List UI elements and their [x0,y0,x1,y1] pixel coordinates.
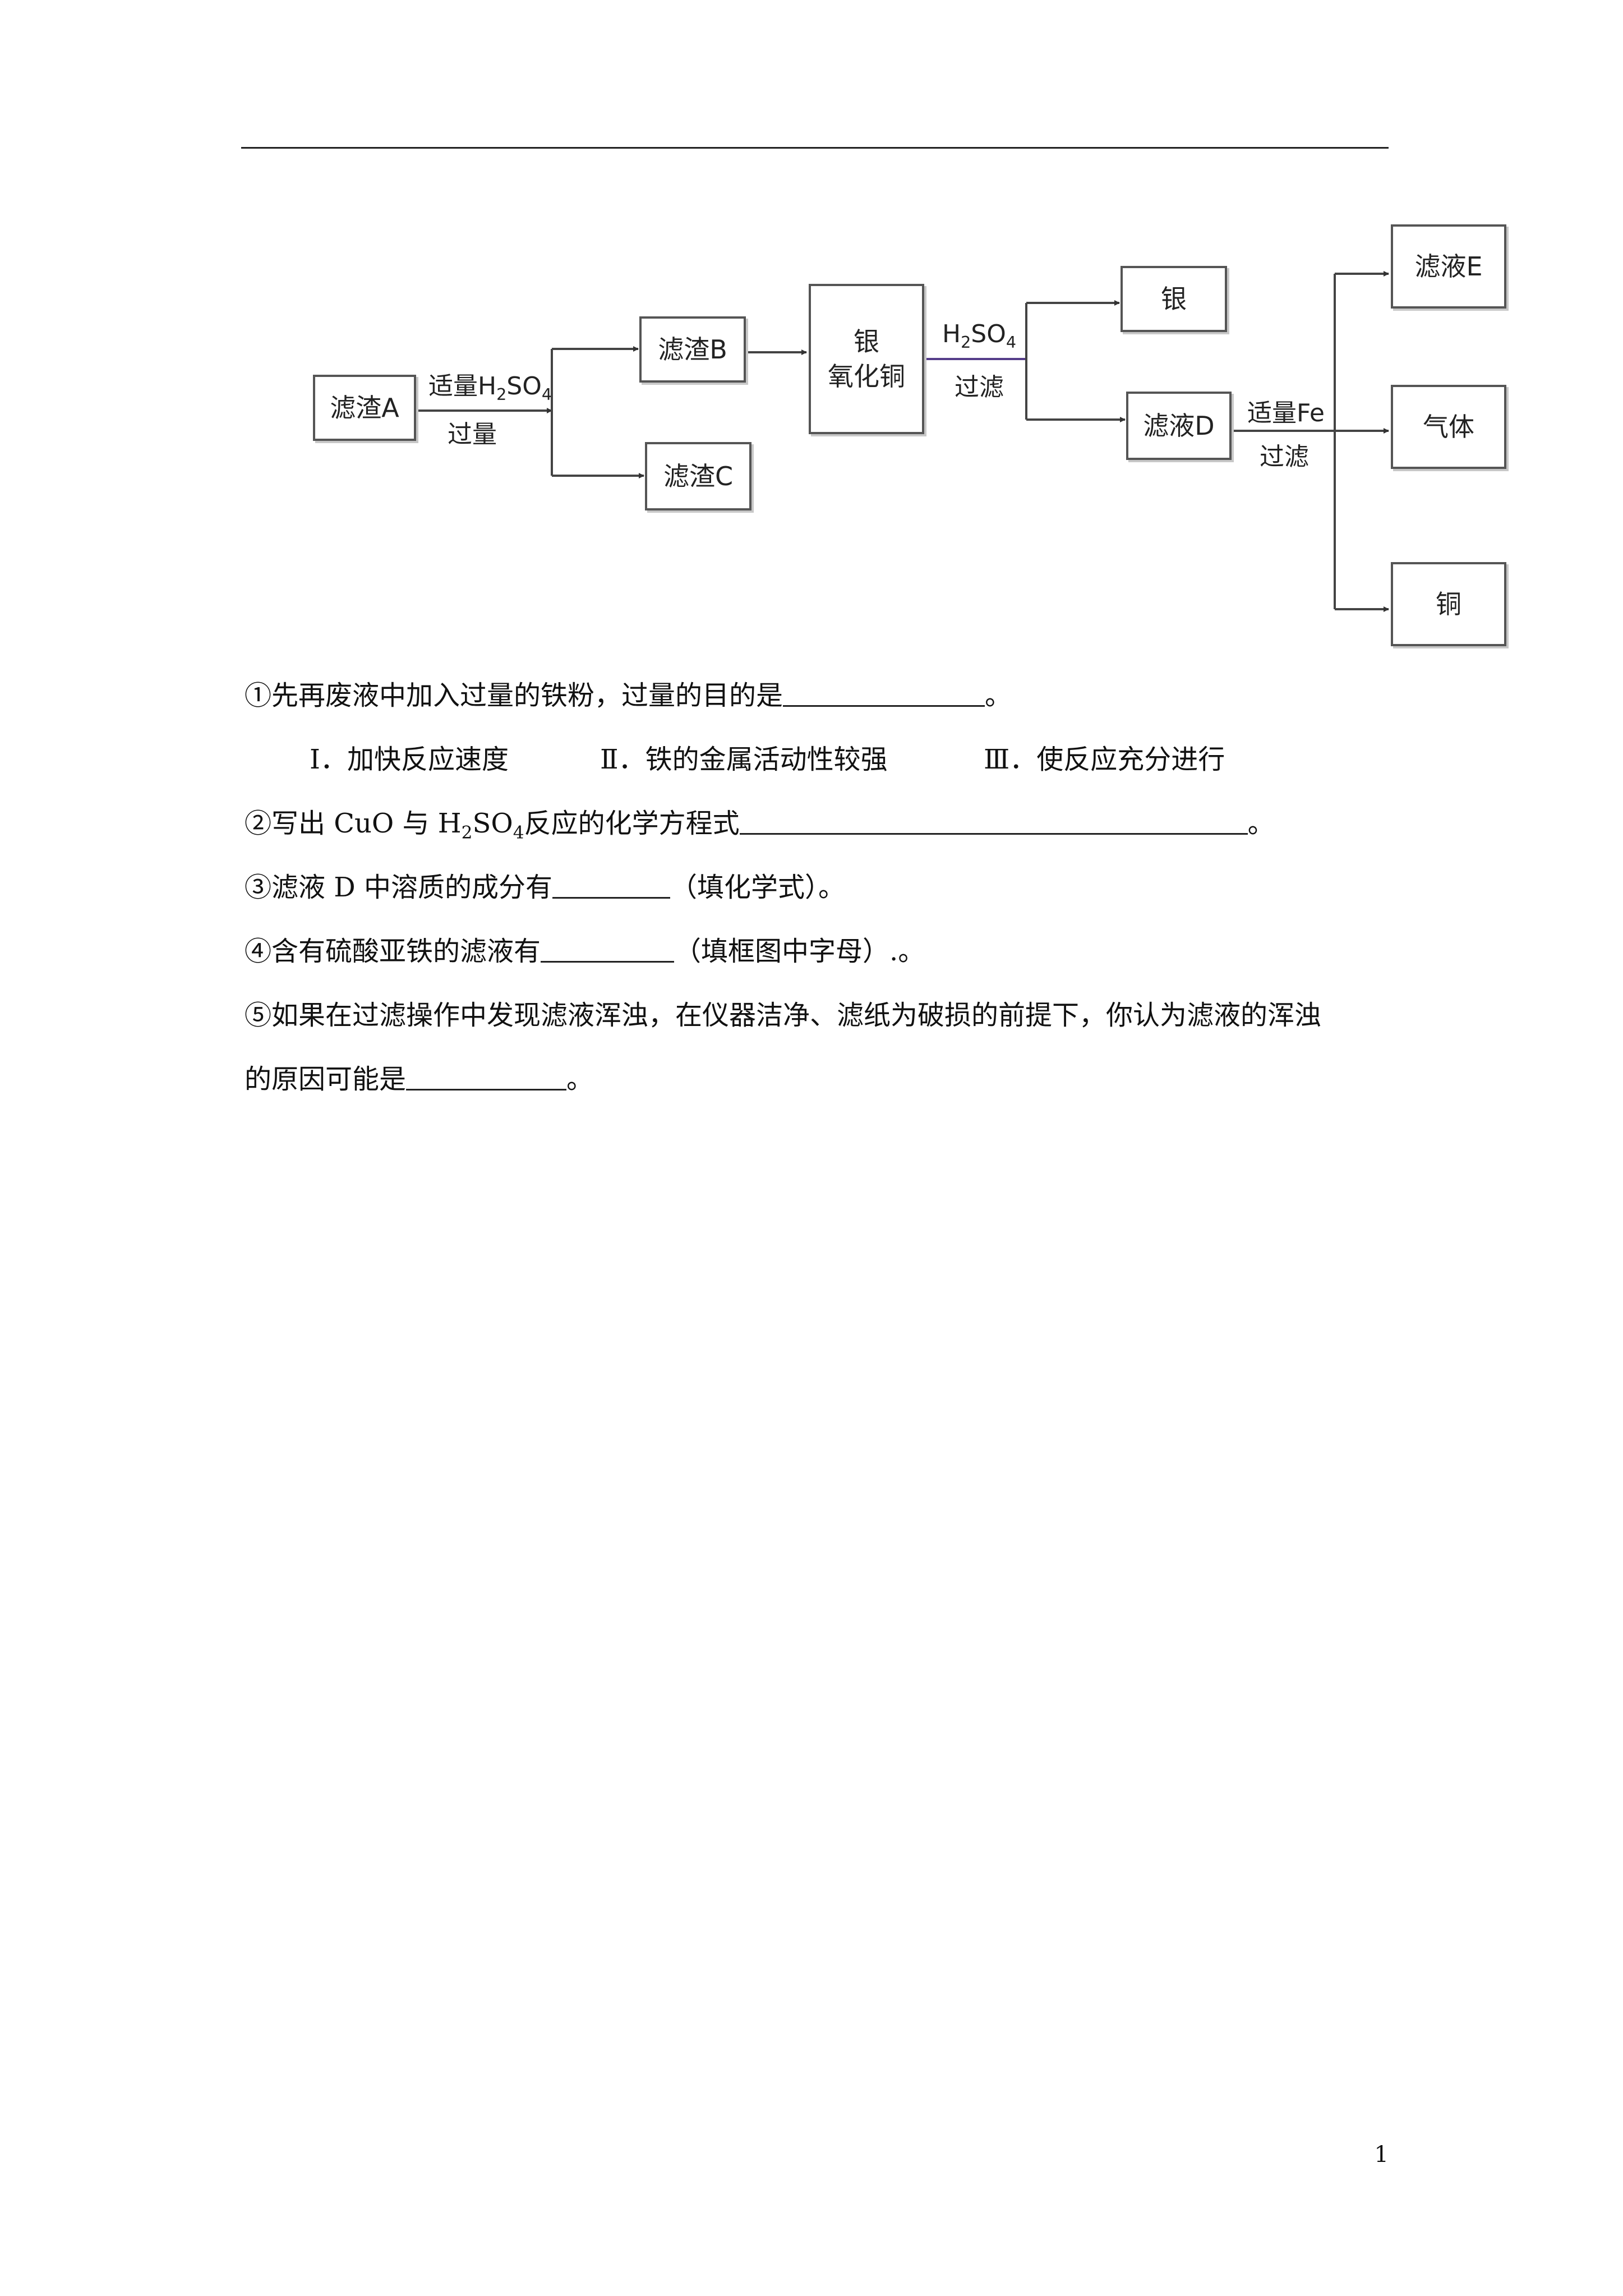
box-residue-a: 滤渣A [313,375,416,441]
answer-blank-1[interactable] [783,680,985,707]
option-3: Ⅲ．使反应充分进行 [984,744,1225,775]
question-1-options: Ⅰ．加快反应速度 Ⅱ．铁的金属活动性较强 Ⅲ．使反应充分进行 [310,744,1459,776]
box-residue-b: 滤渣B [639,316,746,383]
box-mix-line1: 银 [854,326,879,357]
flowchart-connectors [416,271,1389,612]
label-step1-bottom: 过量 [448,420,497,449]
flowchart: 滤渣A 滤渣B 滤渣C 银 氧化铜 银 滤液D 滤液E 气体 铜 适量H2SO4… [0,0,1623,662]
answer-blank-2[interactable] [739,808,1248,835]
question-5-line-1: ⑤如果在过滤操作中发现滤液浑浊，在仪器洁净、滤纸为破损的前提下，你认为滤液的浑浊 [245,1000,1322,1031]
question-1: ①先再废液中加入过量的铁粉，过量的目的是。 [245,680,1012,711]
box-filtrate-d: 滤液D [1126,392,1232,460]
question-2: ②写出 CuO 与 H2SO4反应的化学方程式。 [245,808,1275,843]
question-4: ④含有硫酸亚铁的滤液有（填框图中字母）.。 [245,936,925,967]
box-residue-c: 滤渣C [645,442,751,510]
question-3: ③滤液 D 中溶质的成分有（填化学式）。 [245,872,846,903]
question-5-line-2: 的原因可能是。 [245,1064,594,1095]
box-filtrate-e: 滤液E [1391,224,1506,309]
header-rule [241,147,1389,149]
label-step2-top: H2SO4 [942,320,1017,352]
answer-blank-5[interactable] [406,1064,567,1091]
answer-blank-4[interactable] [541,936,675,963]
option-2: Ⅱ．铁的金属活动性较强 [600,744,888,775]
label-step2-bottom: 过滤 [955,373,1004,402]
box-copper: 铜 [1391,562,1506,646]
label-step3-bottom: 过滤 [1260,443,1309,471]
label-step1-top: 适量H2SO4 [428,372,552,404]
box-silver: 银 [1121,266,1227,332]
answer-blank-3[interactable] [552,872,671,899]
box-gas: 气体 [1391,385,1506,469]
box-mix-line2: 氧化铜 [828,361,905,392]
box-silver-copper-oxide: 银 氧化铜 [809,284,924,434]
label-step3-top: 适量Fe [1247,399,1325,427]
option-1: Ⅰ．加快反应速度 [310,744,509,775]
page-number: 1 [1374,2142,1389,2168]
